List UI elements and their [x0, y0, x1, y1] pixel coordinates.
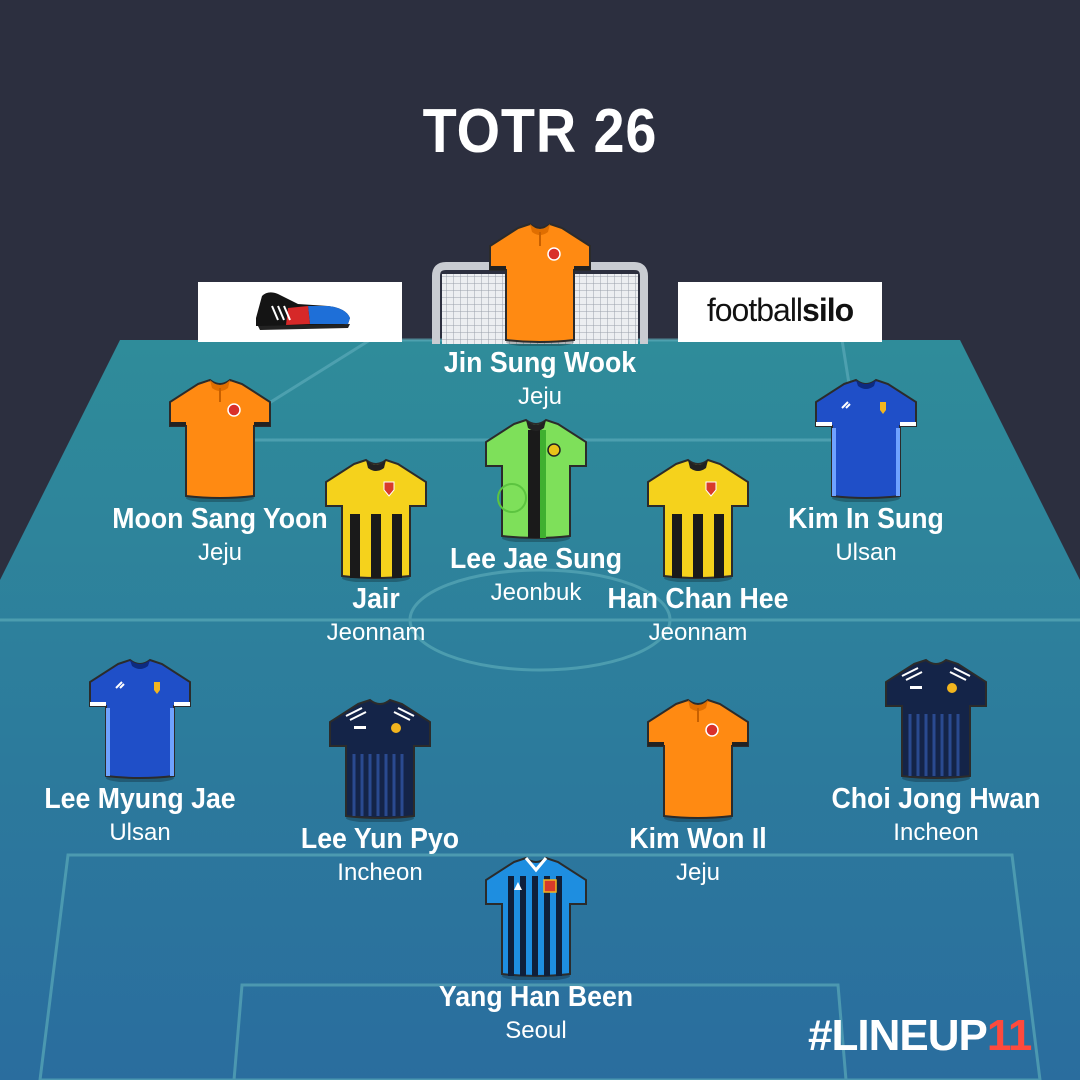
- player-club: Jeonnam: [326, 619, 426, 646]
- player-club: Ulsan: [835, 539, 897, 566]
- football-boot-icon: [256, 292, 350, 330]
- player-choi-jong-hwan[interactable]: Choi Jong Hwan Incheon: [786, 658, 1080, 850]
- player-club: Incheon: [337, 859, 423, 886]
- ulsan-kit-shirt-icon: [89, 658, 191, 782]
- player-club: Seoul: [505, 1017, 567, 1044]
- player-club: Jeonnam: [648, 619, 748, 646]
- player-jair[interactable]: Jair Jeonnam: [226, 458, 526, 650]
- jeonnam-kit-shirt-icon: [647, 458, 749, 582]
- player-jin-sung-wook[interactable]: Jin Sung Wook Jeju: [390, 222, 690, 414]
- player-name: Kim Won Il: [629, 823, 767, 855]
- sponsor-right: footballsilo: [678, 282, 882, 342]
- jeju-kit-shirt-icon: [489, 222, 591, 346]
- player-name: Yang Han Been: [438, 981, 634, 1013]
- ulsan-kit-shirt-icon: [815, 378, 917, 502]
- player-name: Lee Yun Pyo: [300, 823, 460, 855]
- seoul-kit-shirt-icon: [485, 856, 587, 980]
- player-club: Incheon: [893, 819, 979, 846]
- player-club: Jeju: [197, 539, 243, 566]
- incheon-kit-shirt-icon: [329, 698, 431, 822]
- player-name: Jin Sung Wook: [443, 347, 637, 379]
- player-lee-myung-jae[interactable]: Lee Myung Jae Ulsan: [0, 658, 290, 850]
- player-name: Choi Jong Hwan: [831, 783, 1041, 815]
- lineup11-brand: #LINEUP11: [808, 1011, 1032, 1060]
- player-club: Jeju: [517, 383, 563, 410]
- player-lee-yun-pyo[interactable]: Lee Yun Pyo Incheon: [230, 698, 530, 890]
- player-lee-jae-sung[interactable]: Lee Jae Sung Jeonbuk: [386, 418, 686, 610]
- player-name: Moon Sang Yoon: [112, 503, 328, 535]
- player-kim-in-sung[interactable]: Kim In Sung Ulsan: [716, 378, 1016, 570]
- player-name: Jair: [352, 583, 400, 615]
- player-kim-won-il[interactable]: Kim Won Il Jeju: [548, 698, 848, 890]
- jeonbuk-kit-shirt-icon: [485, 418, 587, 542]
- player-club: Ulsan: [109, 819, 171, 846]
- player-moon-sang-yoon[interactable]: Moon Sang Yoon Jeju: [70, 378, 370, 570]
- jeju-kit-shirt-icon: [169, 378, 271, 502]
- jeonnam-kit-shirt-icon: [325, 458, 427, 582]
- footballsilo-logo: footballsilo: [706, 292, 854, 328]
- player-name: Lee Myung Jae: [44, 783, 236, 815]
- player-name: Han Chan Hee: [607, 583, 789, 615]
- player-han-chan-hee[interactable]: Han Chan Hee Jeonnam: [548, 458, 848, 650]
- player-name: Lee Jae Sung: [449, 543, 623, 575]
- player-club: Jeonbuk: [490, 579, 582, 606]
- player-club: Jeju: [675, 859, 721, 886]
- player-yang-han-been[interactable]: Yang Han Been Seoul: [386, 856, 686, 1048]
- page-title: TOTR 26: [422, 97, 658, 166]
- sponsor-left: [198, 282, 402, 342]
- player-name: Kim In Sung: [788, 503, 944, 535]
- incheon-kit-shirt-icon: [885, 658, 987, 782]
- jeju-kit-shirt-icon: [647, 698, 749, 822]
